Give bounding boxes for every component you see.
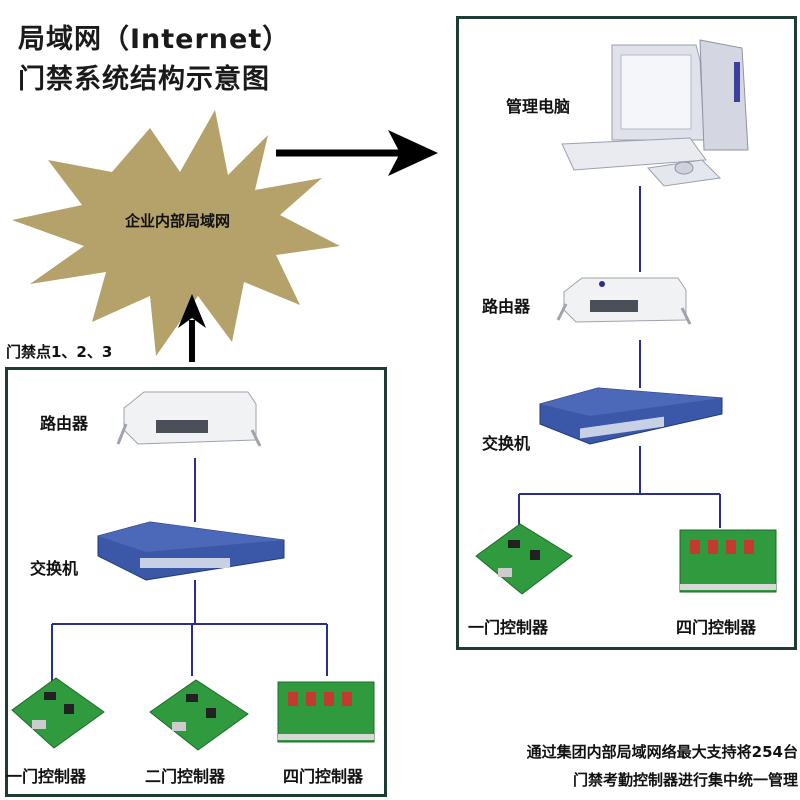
title-line-1: 局域网（Internet） [18,24,291,55]
left-four-door-controller-icon [277,681,375,743]
right-network-lines [518,186,721,528]
right-site-box [456,16,797,650]
right-controller-label-1: 一门控制器 [468,618,549,637]
lan-cloud-label: 企业内部局域网 [125,212,231,230]
footnote-line-1: 通过集团内部局域网络最大支持将254台 [526,743,798,761]
diagram-title: 局域网（Internet） 门禁系统结构示意图 [18,20,290,100]
left-site-caption: 门禁点1、2、3 [6,343,113,361]
right-switch-label: 交换机 [482,434,531,453]
left-controller-label-1: 一门控制器 [6,767,87,786]
left-router-icon [116,391,262,447]
right-controller-label-2: 四门控制器 [676,618,757,637]
title-line-2: 门禁系统结构示意图 [18,64,270,95]
lan-cloud-shape [12,110,340,356]
arrow-to-management [276,130,438,176]
right-one-door-controller-icon [475,523,573,595]
arrow-to-lan [178,294,206,362]
left-two-door-controller-icon [149,679,249,751]
right-router-label: 路由器 [482,297,531,316]
left-switch-label: 交换机 [30,559,79,578]
right-router-icon [556,277,692,325]
pc-label: 管理电脑 [506,97,571,116]
left-controller-label-2: 二门控制器 [145,767,226,786]
left-switch-icon [97,521,285,581]
footnote-line-2: 门禁考勤控制器进行集中统一管理 [572,771,798,789]
footnote: 通过集团内部局域网络最大支持将254台 门禁考勤控制器进行集中统一管理 [420,738,798,794]
management-pc-icon [561,39,749,187]
left-site-box [5,367,387,797]
left-router-label: 路由器 [40,414,89,433]
left-network-lines [51,458,328,684]
right-switch-icon [539,387,723,445]
left-one-door-controller-icon [11,677,105,749]
left-controller-label-3: 四门控制器 [283,767,364,786]
right-four-door-controller-icon [679,529,777,593]
